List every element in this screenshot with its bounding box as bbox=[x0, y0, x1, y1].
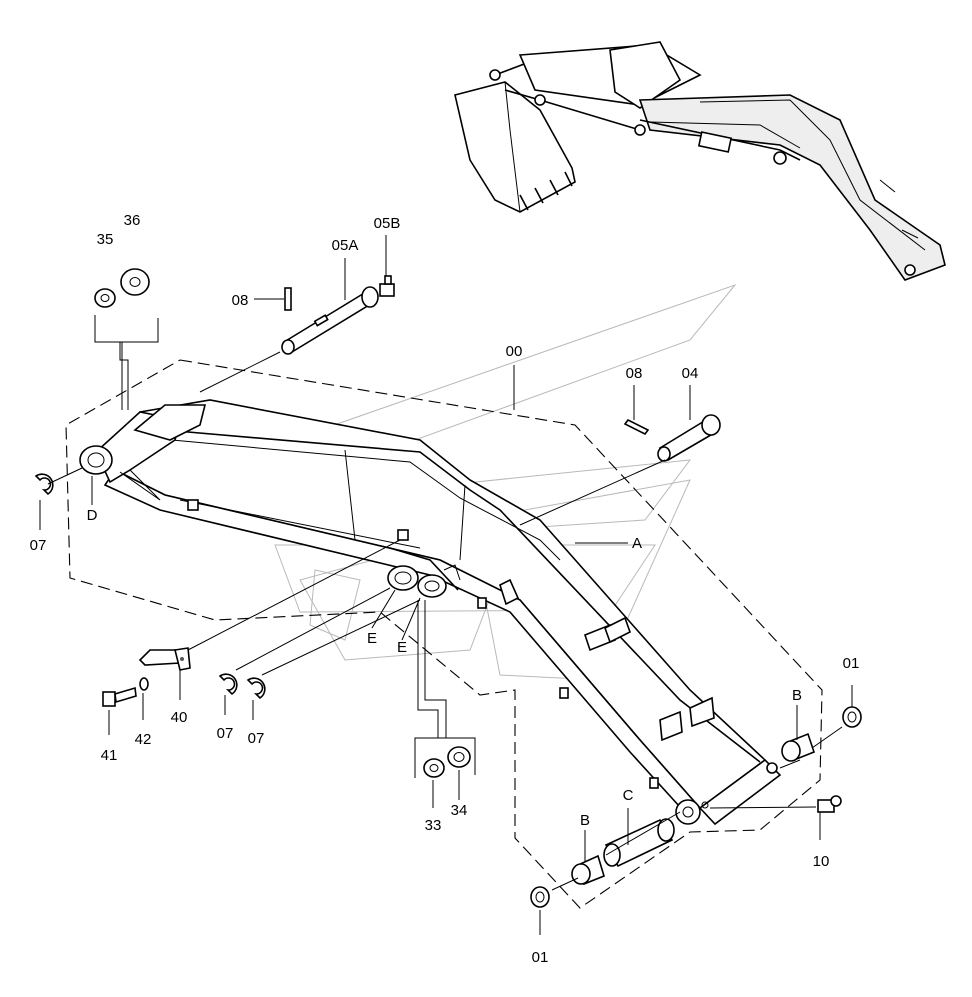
leader-07b-b bbox=[235, 587, 391, 671]
callout-08a: 08 bbox=[232, 292, 249, 309]
bracket-40 bbox=[138, 647, 191, 671]
leader-35-36-b bbox=[119, 342, 129, 410]
callout-36: 36 bbox=[124, 212, 141, 229]
leader-07a bbox=[47, 467, 83, 485]
callout-01a: 01 bbox=[843, 655, 860, 672]
washer-35 bbox=[94, 288, 116, 308]
callout-e2: E bbox=[397, 639, 407, 656]
callout-b2: B bbox=[580, 812, 590, 829]
leader-01b-b bbox=[551, 877, 579, 891]
leader-sleeve bbox=[605, 811, 681, 856]
washer-01-right bbox=[842, 706, 862, 728]
callout-34: 34 bbox=[451, 802, 468, 819]
grease-fitting-10 bbox=[817, 795, 842, 813]
callout-00: 00 bbox=[506, 343, 523, 360]
pin-08b bbox=[623, 418, 650, 436]
leader-e1 bbox=[371, 589, 396, 629]
callout-07a: 07 bbox=[30, 537, 47, 554]
callout-05b: 05B bbox=[374, 215, 401, 232]
callout-05a: 05A bbox=[332, 237, 359, 254]
leader-b1-b bbox=[811, 726, 843, 749]
excavator-preview bbox=[454, 41, 946, 281]
leader-e2 bbox=[401, 597, 421, 641]
bracket-33-34 bbox=[414, 737, 476, 778]
leader-pin-04 bbox=[519, 459, 666, 526]
callout-33: 33 bbox=[425, 817, 442, 834]
pin-08a bbox=[284, 287, 292, 311]
washer-36 bbox=[120, 268, 150, 296]
foot-bushing-d bbox=[79, 445, 113, 475]
leader-b1-c bbox=[779, 759, 801, 769]
callout-10: 10 bbox=[813, 853, 830, 870]
bolt-41 bbox=[102, 686, 137, 707]
snap-ring-07a bbox=[34, 473, 54, 496]
callout-04: 04 bbox=[682, 365, 699, 382]
pin-04 bbox=[657, 414, 721, 462]
callout-40: 40 bbox=[171, 709, 188, 726]
sleeve-c bbox=[603, 818, 675, 868]
leader-07c-b bbox=[261, 599, 421, 676]
pin-05a bbox=[281, 286, 379, 355]
assembly-boundary bbox=[65, 359, 823, 909]
bracket-35-36 bbox=[94, 315, 159, 343]
callout-07c: 07 bbox=[248, 730, 265, 747]
leader-33-34-b bbox=[424, 600, 447, 738]
callout-42: 42 bbox=[135, 731, 152, 748]
callout-c: C bbox=[623, 787, 634, 804]
leader-40-b bbox=[187, 539, 401, 651]
bushing-b-left bbox=[571, 854, 605, 886]
callout-a: A bbox=[632, 535, 642, 552]
callout-01b: 01 bbox=[532, 949, 549, 966]
snap-ring-07c bbox=[246, 677, 266, 700]
callout-08b: 08 bbox=[626, 365, 643, 382]
washer-34 bbox=[447, 746, 471, 768]
washer-33 bbox=[423, 758, 445, 778]
grease-fitting-05b bbox=[379, 275, 395, 297]
snap-ring-07b bbox=[218, 673, 238, 696]
washer-01-left bbox=[530, 886, 550, 908]
leader-33-34 bbox=[417, 600, 439, 738]
leader-10 bbox=[709, 806, 817, 809]
callout-07b: 07 bbox=[217, 725, 234, 742]
leader-pin-05a bbox=[199, 351, 281, 393]
callout-e1: E bbox=[367, 630, 377, 647]
lock-washer-42 bbox=[139, 677, 149, 691]
callout-35: 35 bbox=[97, 231, 114, 248]
callout-d: D bbox=[87, 507, 98, 524]
boom-body bbox=[95, 399, 782, 826]
bushing-b-right bbox=[781, 732, 815, 762]
callout-41: 41 bbox=[101, 747, 118, 764]
callout-b1: B bbox=[792, 687, 802, 704]
